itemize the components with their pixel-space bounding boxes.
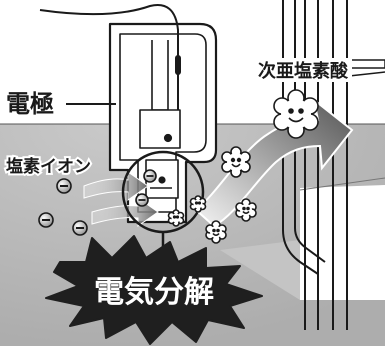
burst-icon (45, 235, 263, 345)
hypochlorous-acid-label: 次亜塩素酸 (258, 60, 349, 82)
smiley-flower-icon (167, 89, 319, 244)
electrolysis-label: 電気分解 (94, 275, 214, 310)
chloride-ion-label: 塩素イオン (6, 156, 91, 177)
chloride-ion-icon (38, 169, 157, 236)
electrode-icon (39, 4, 218, 224)
pipe-structure (282, 0, 385, 330)
hypochlorous-label-backing (256, 58, 352, 82)
electrode-label: 電極 (6, 90, 54, 118)
